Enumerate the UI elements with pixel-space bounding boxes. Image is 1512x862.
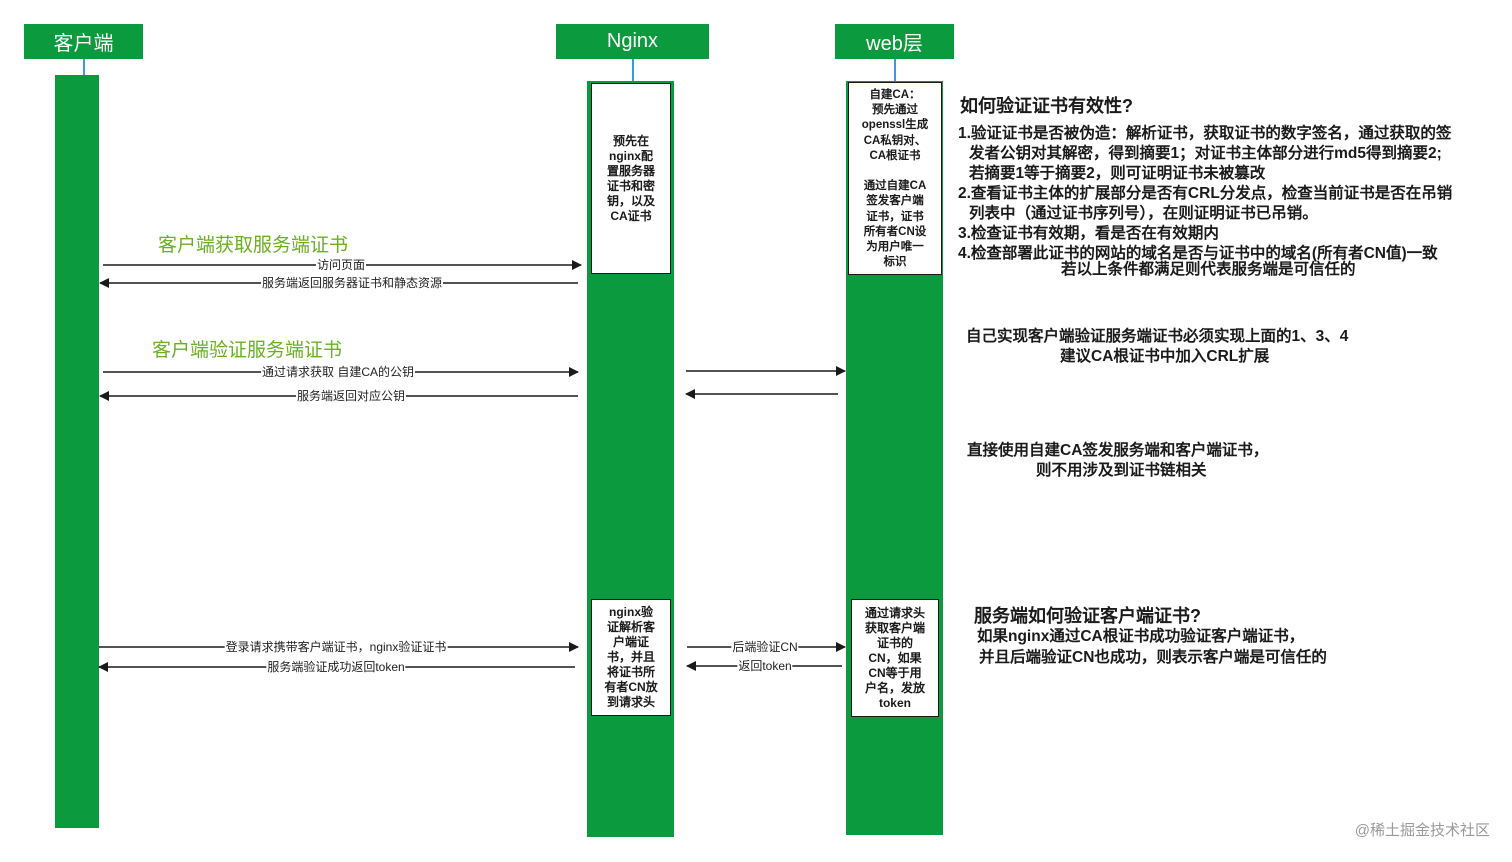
server-verify-line-1: 如果nginx通过CA根证书成功验证客户端证书， <box>977 628 1305 645</box>
validity-line: 若摘要1等于摘要2，则可证明证书未被篡改 <box>969 165 1266 182</box>
validity-line: 2.查看证书主体的扩展部分是否有CRL分发点，检查当前证书是否在吊销 <box>958 185 1453 202</box>
return-pubkey-label: 服务端返回对应公钥 <box>295 389 407 403</box>
nginx-verify-note: nginx验 证解析客 户端证 书，并且 将证书所 有者CN放 到请求头 <box>591 599 671 716</box>
return-token-label: 返回token <box>737 659 793 673</box>
backend-verify-label: 后端验证CN <box>731 640 799 654</box>
direct-ca-line-2: 则不用涉及到证书链相关 <box>1036 462 1207 479</box>
watermark: @稀土掘金技术社区 <box>1354 822 1490 839</box>
server-verify-heading: 服务端如何验证客户端证书? <box>974 606 1201 626</box>
actor-nginx-header: Nginx <box>556 24 709 59</box>
nginx-header-connector <box>632 59 634 81</box>
visit-page-label: 访问页面 <box>315 258 367 272</box>
actor-web-header: web层 <box>835 24 954 59</box>
login-success-label: 服务端验证成功返回token <box>266 660 406 674</box>
validity-line: 发者公钥对其解密，得到摘要1；对证书主体部分进行md5得到摘要2; <box>969 145 1442 162</box>
nginx-setup-note: 预先在 nginx配 置服务器 证书和密 钥，以及 CA证书 <box>591 83 671 274</box>
validity-line: 列表中（通过证书序列号），在则证明证书已吊销。 <box>969 205 1318 222</box>
client-lifeline <box>55 75 99 828</box>
self-impl-line-1: 自己实现客户端验证服务端证书必须实现上面的1、3、4 <box>966 328 1349 345</box>
section-verify-cert-title: 客户端验证服务端证书 <box>152 340 343 361</box>
login-request-label: 登录请求携带客户端证书，nginx验证证书 <box>224 640 448 654</box>
web-verify-note: 通过请求头 获取客户端 证书的 CN，如果 CN等于用 户名，发放 token <box>851 599 939 717</box>
validity-heading: 如何验证证书有效性? <box>960 96 1133 116</box>
web-header-connector <box>894 59 896 81</box>
validity-conclusion: 若以上条件都满足则代表服务端是可信任的 <box>1061 261 1356 278</box>
validity-line: 1.验证证书是否被伪造：解析证书，获取证书的数字签名，通过获取的签 <box>958 125 1452 142</box>
validity-line: 4.检查部署此证书的网站的域名是否与证书中的域名(所有者CN值)一致 <box>958 245 1438 262</box>
actor-client-header: 客户端 <box>24 24 143 59</box>
return-cert-label: 服务端返回服务器证书和静态资源 <box>260 276 444 290</box>
client-header-connector <box>83 59 85 75</box>
validity-line: 3.检查证书有效期，看是否在有效期内 <box>958 225 1219 242</box>
validity-list: 1.验证证书是否被伪造：解析证书，获取证书的数字签名，通过获取的签 发者公钥对其… <box>958 124 1452 264</box>
direct-ca-line-1: 直接使用自建CA签发服务端和客户端证书， <box>967 442 1269 459</box>
section-get-cert-title: 客户端获取服务端证书 <box>158 235 349 256</box>
web-ca-note: 自建CA： 预先通过 openssl生成 CA私钥对、 CA根证书 通过自建CA… <box>848 82 942 275</box>
self-impl-line-2: 建议CA根证书中加入CRL扩展 <box>1060 348 1270 365</box>
server-verify-line-2: 并且后端验证CN也成功，则表示客户端是可信任的 <box>979 649 1327 666</box>
request-pubkey-label: 通过请求获取 自建CA的公钥 <box>260 365 416 379</box>
